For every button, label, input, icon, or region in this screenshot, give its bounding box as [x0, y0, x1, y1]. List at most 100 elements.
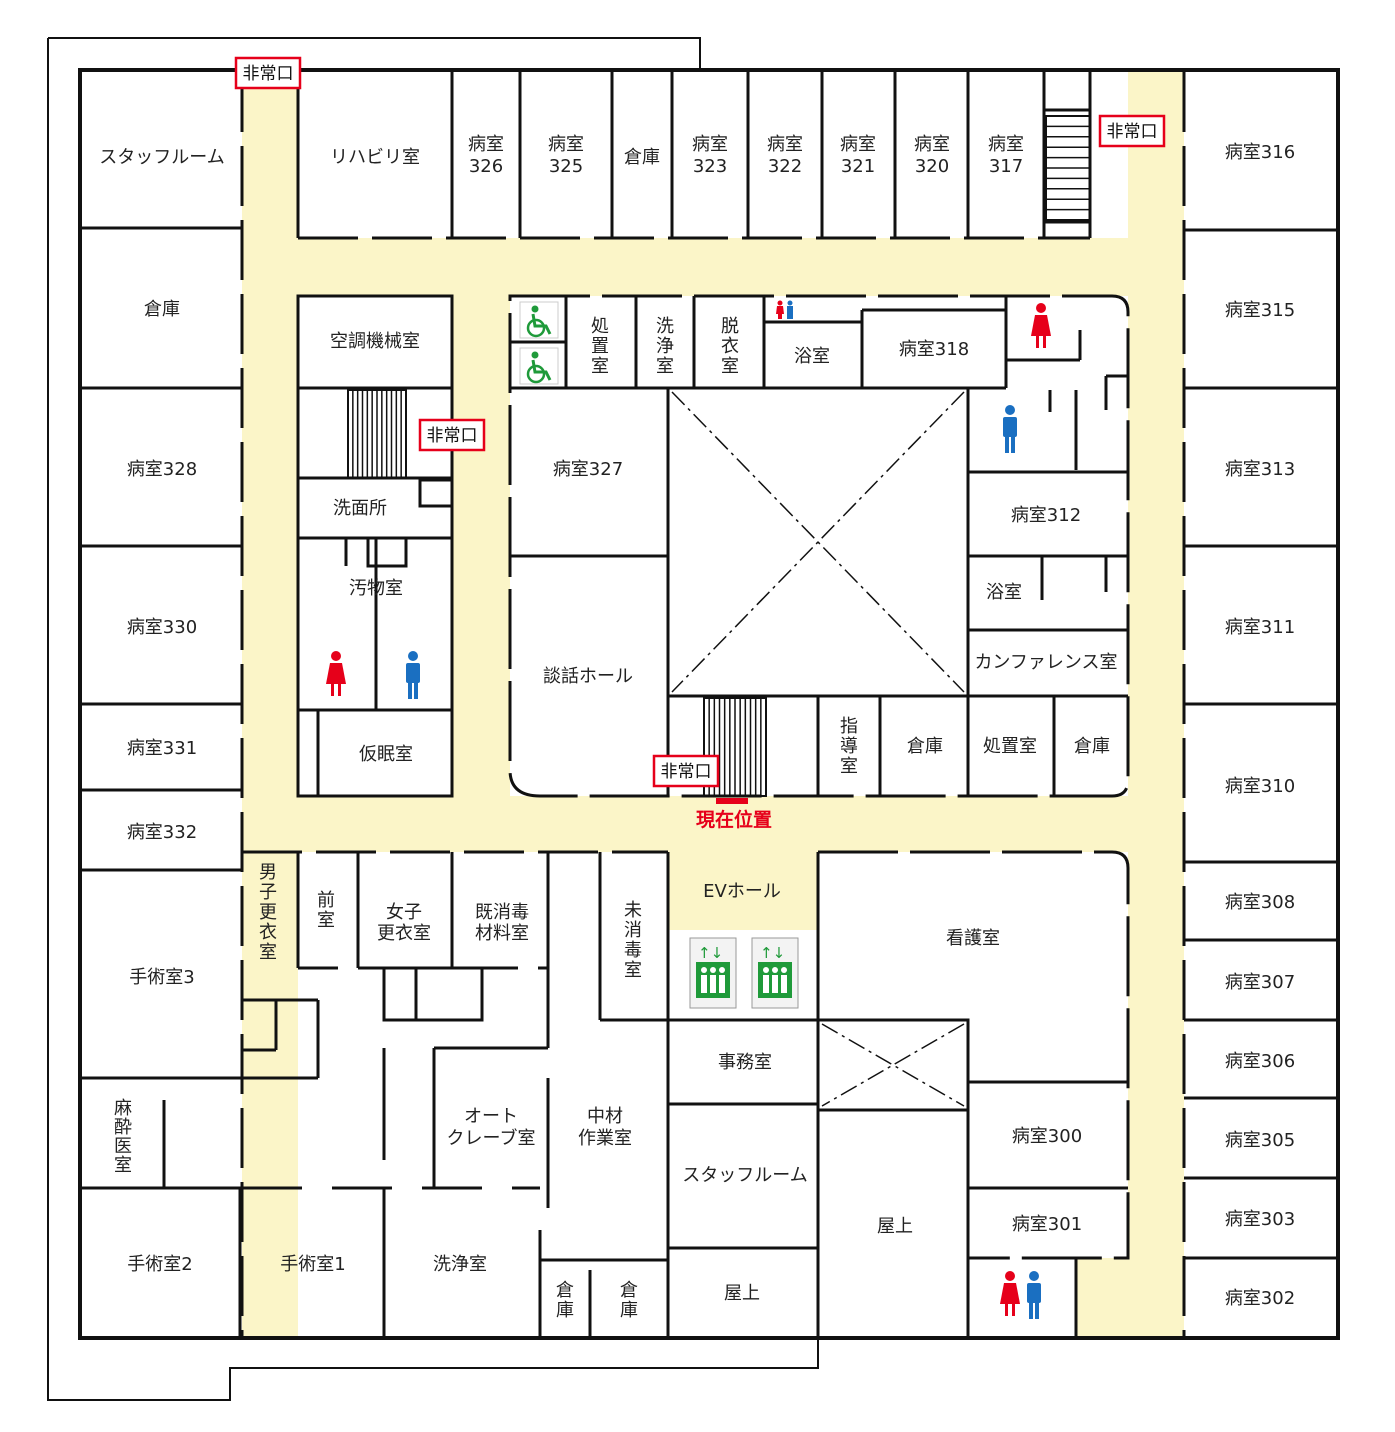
elevator-icon: ↑↓	[689, 937, 737, 1009]
room-label: 更衣室	[377, 923, 431, 944]
room-label: スタッフルーム	[682, 1165, 807, 1186]
room-label: 病室301	[1012, 1214, 1082, 1235]
elevator-bank: ↑↓ ↑↓	[689, 937, 799, 1009]
room-label: 事務室	[718, 1052, 772, 1073]
room-label: 空調機械室	[330, 331, 420, 352]
emergency-exit-label: 非常口	[661, 762, 712, 782]
wheelchair-icon	[519, 301, 559, 339]
room-label: 病室307	[1225, 972, 1295, 993]
room-label-vertical: 倉庫	[556, 1280, 574, 1321]
room-label: 倉庫	[907, 736, 943, 757]
svg-text:↑↓: ↑↓	[698, 944, 723, 962]
room-label: 洗面所	[333, 498, 387, 519]
room-label: 処置室	[983, 736, 1037, 757]
room-label: 談話ホール	[543, 666, 633, 687]
room-label: 病室305	[1225, 1130, 1295, 1151]
room-label: 325	[549, 156, 583, 177]
vertical-room-labels: 処置室 洗浄室 脱衣室 指導室 男子更衣室 前室 未消毒室 麻酔医室 倉庫 倉庫	[114, 316, 858, 1321]
room-label: 浴室	[986, 582, 1022, 603]
room-label: カンファレンス室	[974, 652, 1117, 673]
room-label: 病室316	[1225, 142, 1295, 163]
emergency-exit-label: 非常口	[427, 426, 478, 446]
male-restroom-icon	[1027, 1271, 1041, 1319]
room-label: 仮眠室	[359, 744, 413, 765]
room-label: 浴室	[794, 346, 830, 367]
room-label-vertical: 洗浄室	[656, 316, 674, 377]
current-position-bar	[716, 798, 748, 804]
room-label: 中材	[587, 1106, 623, 1127]
room-label: 倉庫	[144, 299, 180, 320]
accessible-toilet-icons	[519, 301, 559, 385]
male-restroom-icon	[1003, 405, 1017, 453]
room-label: 323	[693, 156, 727, 177]
room-label: 病室315	[1225, 300, 1295, 321]
room-label: 病室331	[127, 738, 197, 759]
emergency-exit-label: 非常口	[243, 64, 294, 84]
room-label: 作業室	[578, 1128, 632, 1149]
female-restroom-icon	[1031, 303, 1051, 348]
corridors	[242, 72, 1184, 1337]
room-label: 病室327	[553, 459, 623, 480]
room-label: オート	[464, 1106, 518, 1127]
room-label: 病室313	[1225, 459, 1295, 480]
room-label: 汚物室	[349, 578, 403, 599]
room-label: 女子	[386, 902, 422, 923]
room-label: 看護室	[946, 928, 1000, 949]
room-label: 病室312	[1011, 505, 1081, 526]
room-label: 病室330	[127, 617, 197, 638]
restroom-icons	[326, 300, 1051, 1319]
room-label-vertical: 指導室	[840, 716, 858, 777]
room-label: 屋上	[877, 1216, 913, 1237]
room-labels: スタッフルーム リハビリ室 病室 326 病室 325 倉庫 病室 323 病室…	[99, 134, 1295, 1309]
room-label-vertical: 男子更衣室	[259, 862, 277, 963]
room-label: 病室318	[899, 339, 969, 360]
room-label: 病室306	[1225, 1051, 1295, 1072]
room-label: 病室	[692, 134, 728, 155]
room-label-vertical: 処置室	[591, 316, 609, 377]
room-label: 病室	[840, 134, 876, 155]
room-label: 材料室	[475, 923, 529, 944]
room-label: 病室308	[1225, 892, 1295, 913]
emergency-exit-sign: 非常口	[1098, 114, 1166, 148]
room-label: EVホール	[703, 881, 781, 902]
emergency-exit-sign: 非常口	[234, 56, 302, 90]
wheelchair-icon	[519, 347, 559, 385]
room-label: リハビリ室	[330, 147, 420, 168]
room-label: 317	[989, 156, 1023, 177]
elevator-icon: ↑↓	[751, 937, 799, 1009]
room-label: 病室	[988, 134, 1024, 155]
room-label-vertical: 麻酔医室	[114, 1098, 132, 1176]
room-label: 病室332	[127, 822, 197, 843]
room-label: 洗浄室	[433, 1254, 487, 1275]
room-label: 病室302	[1225, 1288, 1295, 1309]
room-label: 322	[768, 156, 802, 177]
current-position-marker: 現在位置	[696, 798, 772, 831]
room-label: 病室	[548, 134, 584, 155]
emergency-exit-sign: 非常口	[652, 754, 720, 788]
female-restroom-icon	[1000, 1271, 1020, 1316]
female-restroom-icon	[326, 651, 346, 696]
room-label-vertical: 未消毒室	[624, 900, 642, 981]
room-label-vertical: 脱衣室	[721, 316, 739, 377]
room-label: 病室310	[1225, 776, 1295, 797]
room-label: 病室311	[1225, 617, 1295, 638]
room-label: 既消毒	[475, 902, 529, 923]
room-label: 倉庫	[624, 147, 660, 168]
room-label: 病室	[767, 134, 803, 155]
small-restroom-icon	[776, 300, 793, 319]
room-label: 病室	[468, 134, 504, 155]
stairs	[347, 115, 1091, 797]
room-label: 病室303	[1225, 1209, 1295, 1230]
room-label: 屋上	[724, 1283, 760, 1304]
atrium-void	[671, 391, 965, 1107]
room-label: 倉庫	[1074, 736, 1110, 757]
svg-text:↑↓: ↑↓	[760, 944, 785, 962]
walls	[80, 72, 1338, 1338]
room-label: 病室300	[1012, 1126, 1082, 1147]
room-label: クレーブ室	[447, 1127, 536, 1149]
emergency-exit-sign: 非常口	[418, 418, 486, 452]
room-label-vertical: 倉庫	[620, 1280, 638, 1321]
male-restroom-icon	[406, 651, 420, 699]
emergency-exits: 非常口 非常口 非常口 非常口	[234, 56, 1166, 788]
